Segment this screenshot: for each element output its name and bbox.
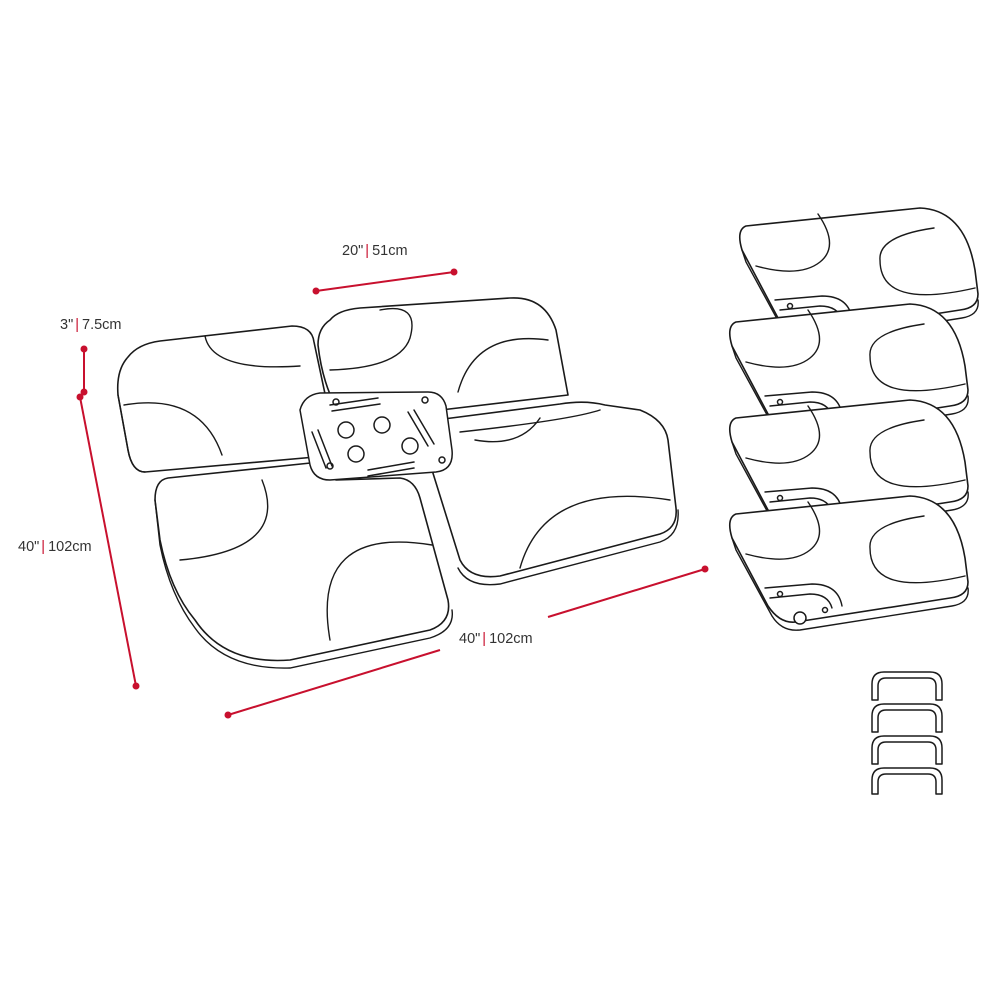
dimension-bottom-width (224, 565, 709, 719)
segment-front-left (154, 461, 454, 669)
hub-connectors (311, 397, 435, 477)
u-handles (871, 671, 943, 795)
u-handle-2 (871, 703, 943, 733)
segment-back-right (317, 297, 569, 413)
label-height: 3"|7.5cm (60, 317, 122, 333)
dimension-depth (76, 393, 140, 690)
label-bottom-width: 40"|102cm (459, 631, 533, 647)
stack-segment-3 (728, 399, 969, 535)
center-hub (299, 391, 453, 481)
dimension-height (80, 345, 88, 396)
u-handle-1 (871, 671, 943, 701)
u-handle-3 (871, 735, 943, 765)
stacked-segments (728, 207, 979, 631)
u-handle-4 (871, 767, 943, 795)
segment-back-left (116, 325, 339, 473)
label-top-width: 20"|51cm (342, 243, 408, 259)
assembled-base (116, 297, 679, 669)
label-depth: 40"|102cm (18, 539, 92, 555)
stack-segment-4 (728, 495, 969, 631)
dimension-top-width (312, 268, 458, 295)
segment-front-right (429, 401, 679, 586)
stack-segment-2 (728, 303, 969, 439)
